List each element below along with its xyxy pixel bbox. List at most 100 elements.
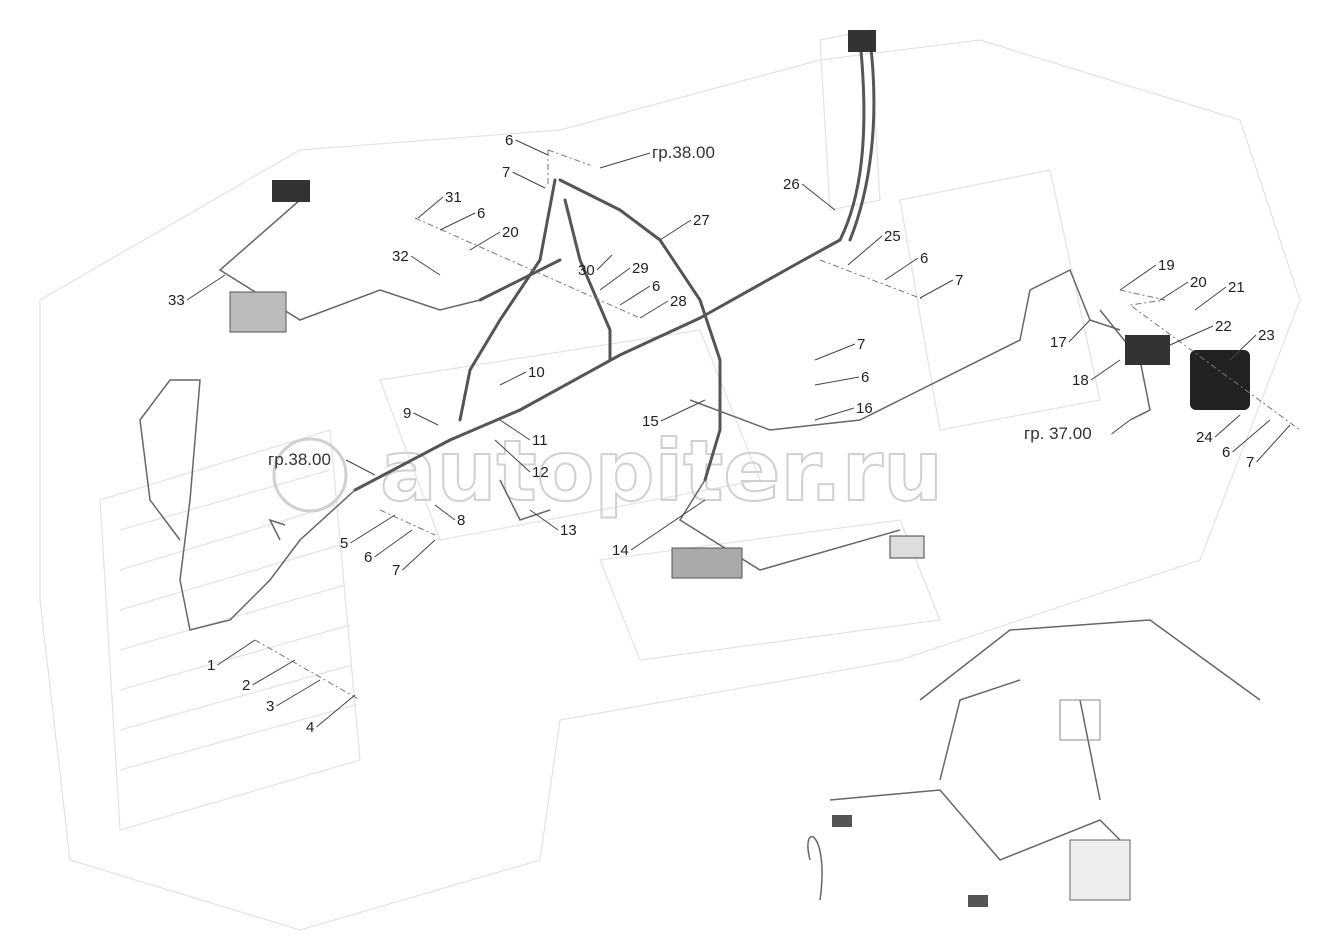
callout-leader: [599, 267, 631, 291]
group-reference-label: гр. 37.00: [1024, 424, 1092, 443]
lamp-right: [889, 535, 925, 559]
part-number-label: 6: [861, 369, 869, 386]
callout-leader: [512, 171, 546, 189]
lamp-rear-left: [272, 180, 310, 202]
callout-leader: [402, 539, 436, 571]
callout-leader: [316, 694, 356, 728]
part-number-label: 2: [242, 677, 250, 694]
part-number-label: 32: [392, 248, 409, 265]
callout-leader: [529, 509, 559, 531]
overview-inset: [807, 619, 1261, 907]
callout-leader: [469, 231, 501, 251]
lamp-block-left: [229, 291, 287, 333]
part-number-label: 18: [1072, 372, 1089, 389]
callout-leader: [814, 407, 855, 421]
callout-leader: [1068, 319, 1091, 343]
callout-leader: [186, 274, 226, 301]
part-number-label: 25: [884, 228, 901, 245]
part-number-label: 17: [1050, 334, 1067, 351]
inset-lamp: [832, 815, 852, 827]
part-number-label: 20: [1190, 274, 1207, 291]
part-number-label: 23: [1258, 327, 1275, 344]
callout-leader: [814, 343, 856, 361]
callout-leader: [919, 279, 954, 299]
part-number-label: 20: [502, 224, 519, 241]
part-number-label: 24: [1196, 429, 1213, 446]
callout-leader: [630, 499, 706, 551]
dash-lines: [254, 149, 1301, 701]
callout-leader: [1256, 424, 1291, 463]
callout-leader: [1214, 414, 1241, 438]
callout-leader: [350, 514, 396, 544]
part-number-label: 7: [392, 562, 400, 579]
callout-leader: [801, 183, 836, 211]
part-number-label: 5: [340, 535, 348, 552]
callout-leader: [439, 212, 476, 231]
callout-leader: [345, 459, 376, 476]
callout-leader: [639, 300, 669, 319]
watermark-logo-icon: [272, 437, 348, 513]
part-number-label: 6: [920, 250, 928, 267]
part-number-label: 6: [652, 278, 660, 295]
part-number-label: 6: [364, 549, 372, 566]
part-number-label: 1: [207, 657, 215, 674]
callout-leader: [499, 371, 527, 386]
part-number-label: 13: [560, 522, 577, 539]
callout-leader: [814, 376, 860, 386]
part-number-label: 22: [1215, 318, 1232, 335]
callout-leader: [1232, 419, 1271, 453]
part-number-label: 28: [670, 293, 687, 310]
part-number-label: 30: [578, 262, 595, 279]
lamp-block-right: [671, 547, 743, 579]
part-number-label: 21: [1228, 279, 1245, 296]
part-number-label: 15: [642, 413, 659, 430]
part-number-label: 8: [457, 512, 465, 529]
callout-leader: [596, 254, 613, 271]
part-number-label: 7: [857, 336, 865, 353]
part-number-label: 27: [693, 212, 710, 229]
cover-23: [1190, 350, 1250, 410]
part-number-label: 6: [1222, 444, 1230, 461]
connector-26: [848, 30, 876, 52]
part-number-label: 19: [1158, 257, 1175, 274]
callout-leader: [494, 439, 531, 473]
callout-leader: [413, 412, 439, 426]
components: [229, 30, 1250, 579]
group-reference-label: гр.38.00: [652, 143, 715, 162]
watermark: autopiter.ru: [380, 422, 943, 520]
callout-leader: [659, 219, 692, 241]
part-number-label: 16: [856, 400, 873, 417]
part-number-label: 33: [168, 292, 185, 309]
callout-leader: [619, 285, 651, 306]
main-harness: [139, 38, 1151, 631]
callout-leader: [417, 196, 444, 219]
part-number-label: 12: [532, 464, 549, 481]
callout-leader: [884, 257, 919, 281]
callout-leader: [1159, 281, 1189, 301]
callout-leader: [1090, 359, 1121, 381]
part-number-label: 7: [502, 164, 510, 181]
part-number-label: 7: [1246, 454, 1254, 471]
callout-leader: [434, 504, 456, 521]
callout-leader: [1229, 334, 1257, 361]
inset-lamp: [968, 895, 988, 907]
inset-cover: [1069, 839, 1131, 901]
callout-leader: [252, 659, 296, 686]
part-number-label: 26: [783, 176, 800, 193]
part-number-label: 6: [477, 205, 485, 222]
callout-leader: [660, 399, 706, 422]
callout-leader: [599, 152, 651, 169]
callout-leader: [1119, 264, 1157, 291]
part-number-label: 6: [505, 132, 513, 149]
callout-leader: [1111, 419, 1131, 435]
part-number-label: 14: [612, 542, 629, 559]
callout-leader: [515, 139, 549, 156]
callout-leader: [217, 639, 256, 666]
block-22: [1125, 335, 1170, 365]
part-number-label: 7: [955, 272, 963, 289]
part-number-label: 10: [528, 364, 545, 381]
part-number-label: 11: [532, 432, 548, 449]
callout-leader: [276, 679, 321, 707]
